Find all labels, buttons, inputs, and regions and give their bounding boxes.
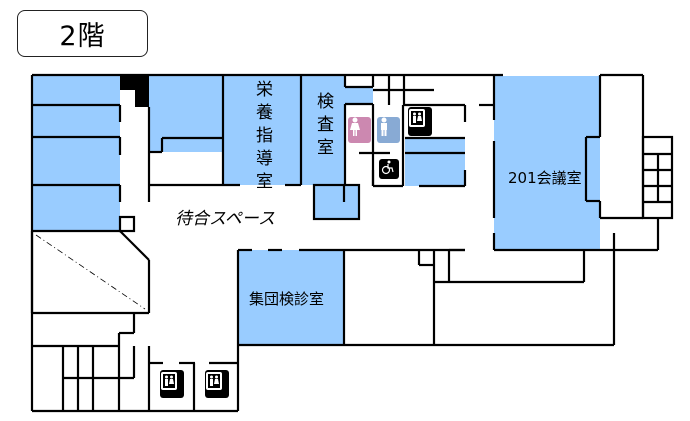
room-examination: 検査室: [313, 92, 333, 161]
elevator-icon: [408, 107, 432, 136]
elevator-icon: [160, 370, 184, 398]
walls: [30, 73, 674, 413]
room-nutrition-guidance: 栄養指導室: [252, 80, 272, 195]
wheelchair-icon: [379, 159, 399, 179]
room-group-checkup: 集団検診室: [249, 290, 325, 308]
elevator-icon: [205, 370, 229, 398]
floor-label: 2階: [17, 10, 148, 57]
waiting-space-label: 待合スペース: [175, 209, 275, 229]
room-conference-201: 201会議室: [508, 169, 582, 187]
male-restroom-icon: [377, 117, 400, 143]
female-restroom-icon: [348, 117, 371, 143]
